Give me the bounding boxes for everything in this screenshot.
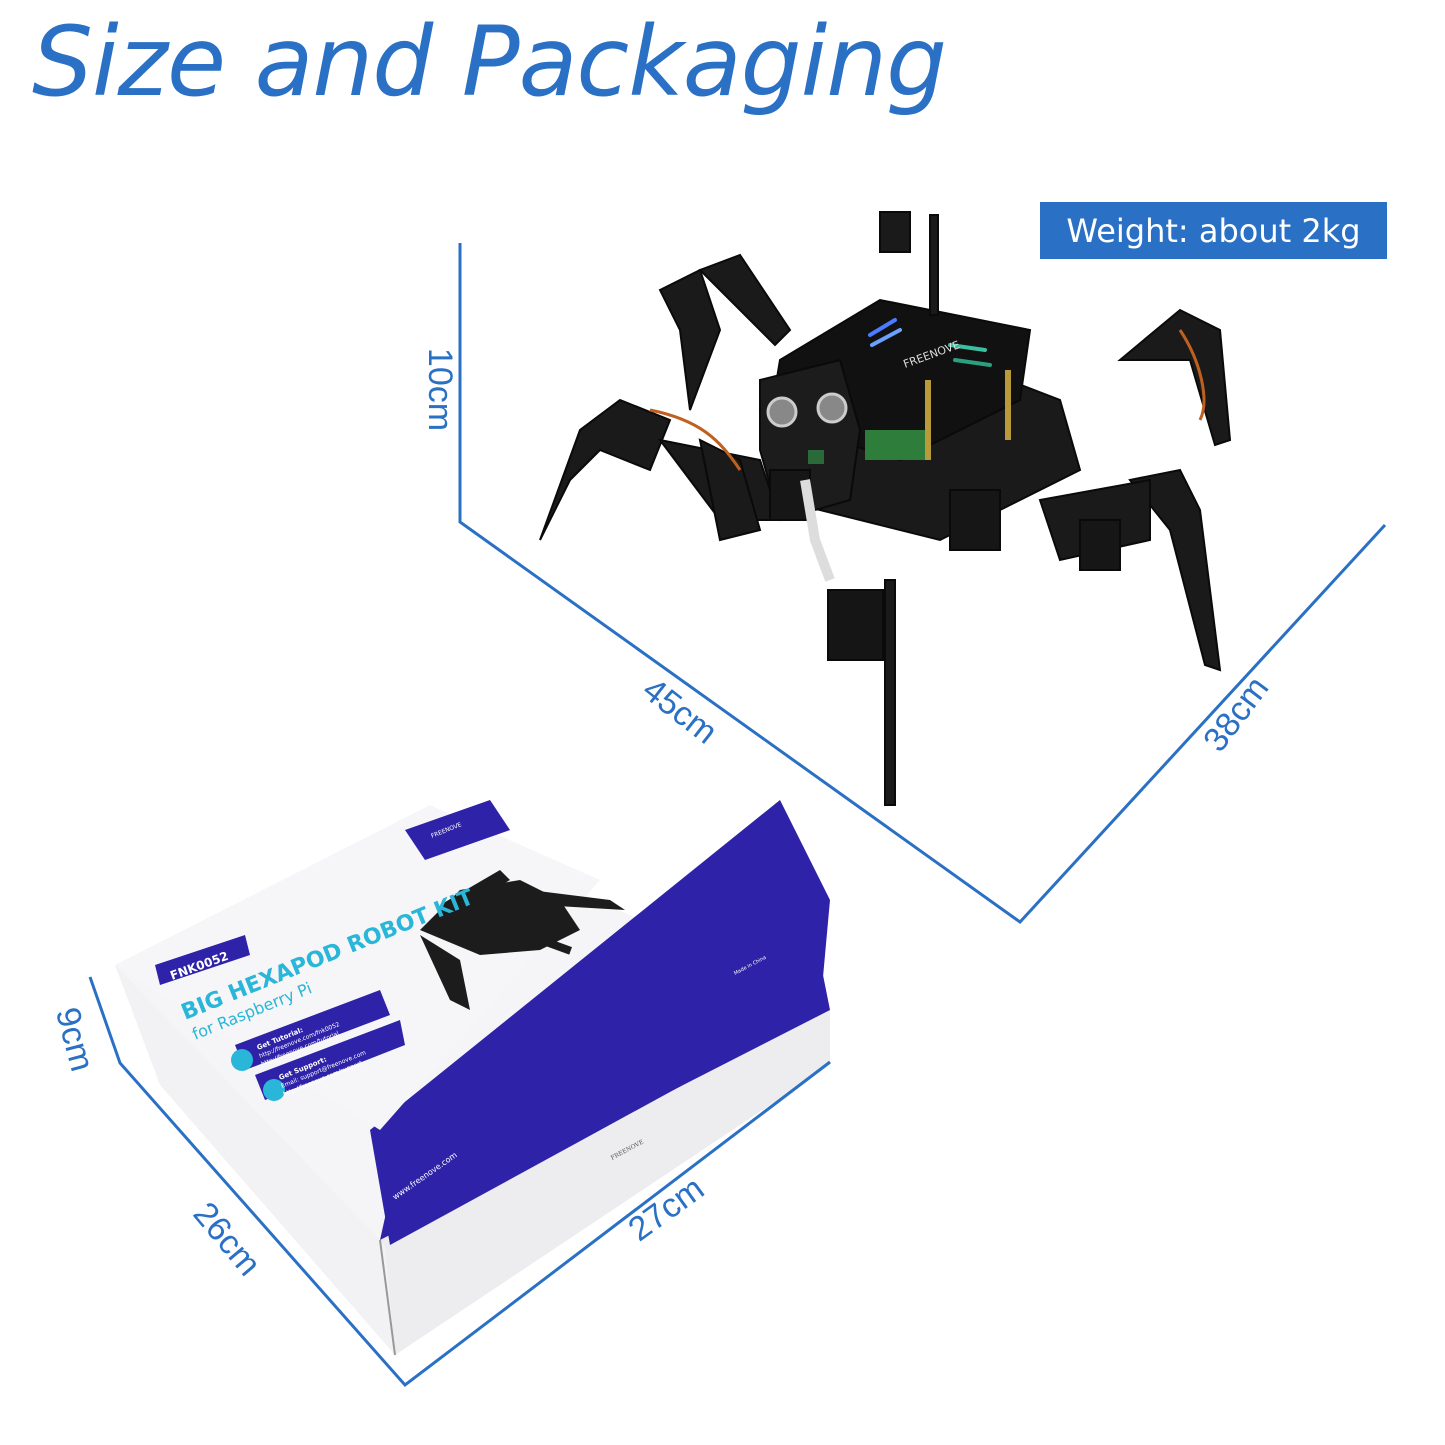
box-dimension-line [88, 976, 831, 1388]
page-title: Size and Packaging [32, 6, 947, 118]
robot-dimension-line [458, 243, 1387, 924]
robot-height-label: 10cm [421, 347, 460, 432]
weight-badge: Weight: about 2kg [1040, 202, 1387, 259]
